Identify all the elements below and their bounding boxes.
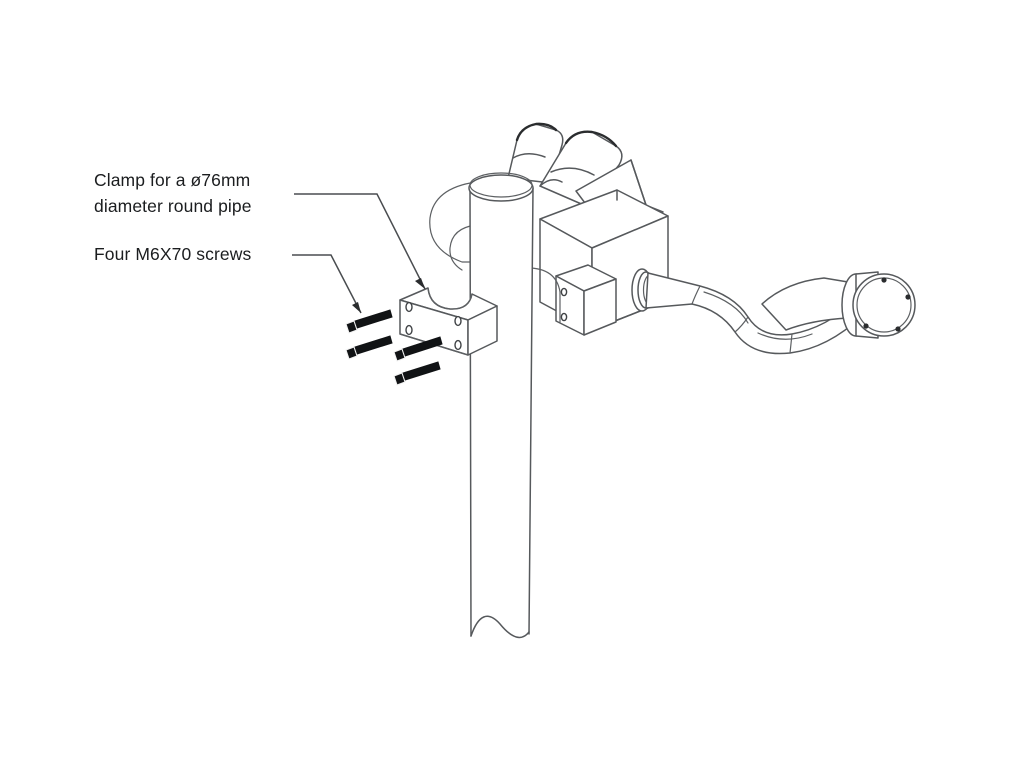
callout-screws-line1: Four M6X70 screws — [94, 244, 251, 264]
pipe-clamp-bracket — [399, 287, 498, 356]
leader-line-screws — [292, 254, 362, 314]
side-block-bolt-hole — [560, 312, 568, 322]
side-block-bolt-hole — [560, 287, 568, 297]
pipe-break-line — [470, 615, 530, 639]
screw — [393, 336, 443, 362]
flange-bolt-nub — [863, 323, 869, 329]
screw — [393, 361, 441, 386]
leader-arrowhead — [352, 302, 361, 313]
end-flange — [841, 271, 916, 339]
screw — [345, 335, 393, 360]
clamp-bolt-hole — [454, 315, 462, 327]
clamp-bolt-hole — [405, 301, 413, 313]
callout-clamp: Clamp for a ø76mm diameter round pipe — [94, 170, 252, 216]
upper-angled-tube — [507, 122, 623, 207]
clamp-bolt-hole — [405, 324, 413, 336]
flange-bolt-nub — [881, 277, 887, 283]
leader-arrowhead — [415, 278, 425, 289]
screw-set — [345, 309, 443, 386]
screw — [345, 309, 393, 334]
callout-clamp-line1: Clamp for a ø76mm — [94, 170, 250, 190]
vertical-round-pipe — [468, 172, 534, 639]
callout-clamp-line2: diameter round pipe — [94, 196, 252, 216]
pipe-top-rim — [468, 174, 534, 202]
side-mount-block — [521, 264, 617, 336]
clamp-bolt-hole — [454, 339, 462, 351]
callout-screws: Four M6X70 screws — [94, 244, 251, 264]
leader-line-clamp — [294, 193, 426, 290]
flange-bolt-nub — [895, 326, 901, 332]
flange-bolt-nub — [905, 294, 911, 300]
